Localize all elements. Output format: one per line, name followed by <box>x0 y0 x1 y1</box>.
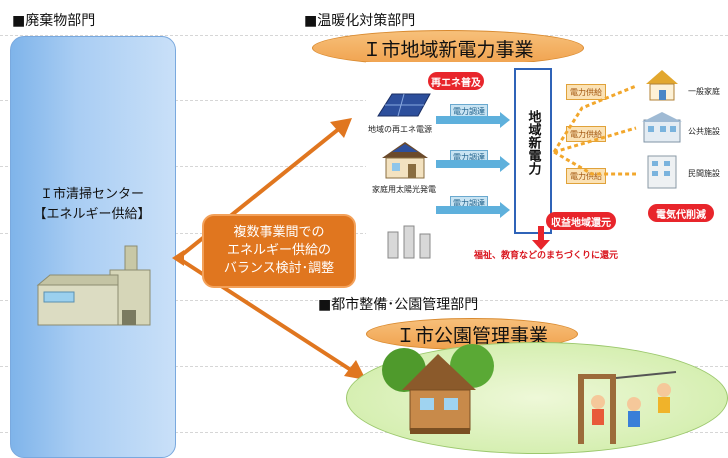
urban-section-label: ■都市整備･公園管理部門 <box>318 297 479 313</box>
energy-diagram: 再エネ普及 地域の再エネ電源 家庭用太陽光発電 電力調達 電力調達 電力調達 地… <box>366 62 728 272</box>
callout-line-1: 複数事業間での <box>233 225 325 240</box>
home-icon <box>646 70 678 101</box>
cost-badge: 電気代削減 <box>648 204 714 222</box>
factory-icon <box>36 245 151 326</box>
power-plant-icon <box>387 225 431 259</box>
supply-tag: 電力供給 <box>566 84 606 100</box>
center-name: Ｉ市清掃センター <box>39 187 144 202</box>
hub-text: 地域新電力 <box>525 110 541 175</box>
warming-section-label: ■温暖化対策部門 <box>304 13 416 29</box>
local-power-label: 地域の再エネ電源 <box>368 125 432 134</box>
solar-panel-icon <box>377 93 431 117</box>
destination-label: 公共施設 <box>688 127 720 136</box>
renewable-badge: 再エネ普及 <box>428 72 484 90</box>
supply-arrows <box>552 84 637 176</box>
public-facility-icon <box>642 112 682 143</box>
return-arrow-icon <box>532 226 550 250</box>
supply-tag: 電力供給 <box>566 168 606 184</box>
waste-panel <box>10 36 176 458</box>
energy-project-title: Ｉ市地域新電力事業 <box>312 30 584 66</box>
playground-icon <box>578 371 677 444</box>
solar-label: 家庭用太陽光発電 <box>372 185 436 194</box>
house-solar-icon <box>382 142 428 179</box>
callout-line-3: バランス検討･調整 <box>223 261 335 276</box>
coordination-callout: 複数事業間での エネルギー供給の バランス検討･調整 <box>202 214 356 288</box>
private-facility-icon <box>647 155 677 189</box>
destination-label: 民間施設 <box>688 169 720 178</box>
waste-section-label: ■廃棄物部門 <box>12 13 96 29</box>
bottom-note: 福祉、教育などのまちづくりに還元 <box>474 251 619 261</box>
tree-house-icon <box>382 344 494 434</box>
profit-badge: 収益地域還元 <box>546 212 616 230</box>
procure-arrows <box>436 112 510 218</box>
hub-box: 地域新電力 <box>514 68 552 234</box>
callout-line-2: エネルギー供給の <box>226 243 331 258</box>
destination-label: 一般家庭 <box>688 87 720 96</box>
center-role: 【エネルギー供給】 <box>33 207 151 222</box>
supply-tag: 電力供給 <box>566 126 606 142</box>
